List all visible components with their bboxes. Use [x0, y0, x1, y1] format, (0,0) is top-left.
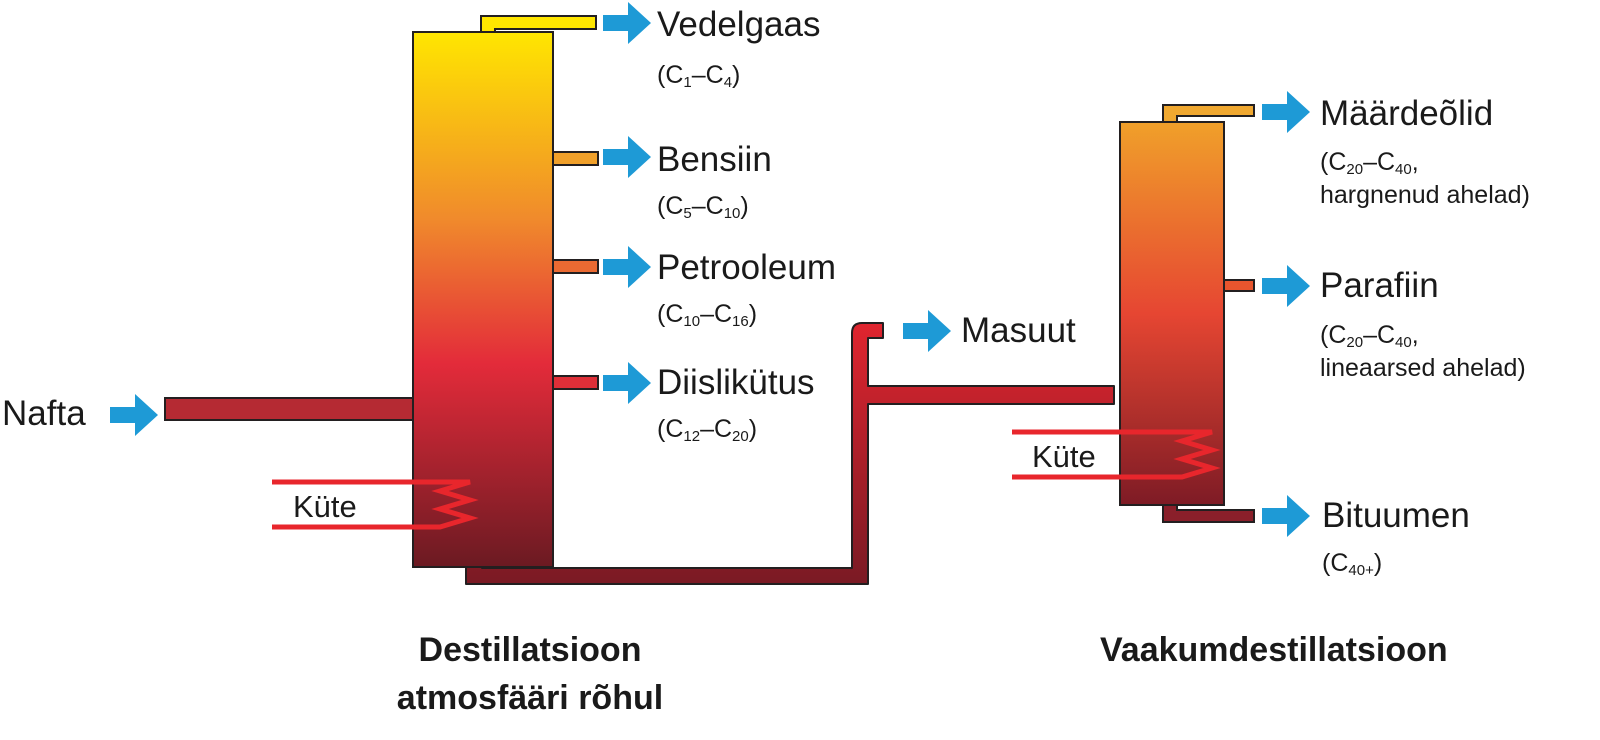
heat-label-vacuum: Küte	[1032, 439, 1096, 474]
arrow-icon-petrooleum	[603, 246, 651, 288]
parafiin-pipe	[1223, 279, 1255, 292]
heat-label-atmospheric: Küte	[293, 489, 357, 524]
arrow-icon-nafta	[110, 394, 158, 436]
product-formula-bensiin: (C5–C10)	[657, 192, 749, 222]
vacuum-title: Vaakumdestillatsioon	[1100, 631, 1448, 669]
product-name-diislikutus: Diislikütus	[657, 363, 815, 402]
arrow-icon-maardeolid	[1262, 91, 1310, 133]
arrow-icon-vedelgaas	[603, 2, 651, 44]
atmospheric-title-line2: atmosfääri rõhul	[396, 679, 664, 718]
product-formula-parafiin: (C20–C40,lineaarsed ahelad)	[1320, 321, 1526, 382]
feed-pipe	[164, 397, 414, 421]
product-name-parafiin: Parafiin	[1320, 266, 1439, 305]
bensiin-pipe	[552, 151, 599, 166]
arrow-icon-bituumen	[1262, 495, 1310, 537]
product-name-vedelgaas: Vedelgaas	[657, 5, 821, 44]
product-name-bensiin: Bensiin	[657, 140, 772, 179]
product-formula-maardeolid: (C20–C40,hargnenud ahelad)	[1320, 148, 1530, 209]
maardeolid-pipe	[1162, 104, 1255, 123]
atmospheric-column	[412, 31, 554, 568]
heating-coil-atmospheric	[272, 479, 479, 530]
product-name-petrooleum: Petrooleum	[657, 248, 836, 287]
residue-label: Masuut	[961, 311, 1076, 350]
diislikutus-pipe	[552, 375, 599, 390]
arrow-icon-masuut	[903, 310, 951, 352]
vacuum-column	[1119, 121, 1225, 506]
petrooleum-pipe	[552, 259, 599, 274]
heating-coil-vacuum	[1012, 429, 1221, 480]
bituumen-pipe	[1162, 504, 1255, 523]
product-name-maardeolid: Määrdeõlid	[1320, 94, 1494, 133]
vedelgaas-pipe	[480, 15, 597, 33]
atmospheric-title-line1: Destillatsioon	[418, 631, 642, 669]
input-label: Nafta	[2, 394, 86, 433]
product-formula-diislikutus: (C12–C20)	[657, 415, 758, 445]
atmospheric-title: Destillatsioon atmosfääri rõhul	[330, 626, 730, 723]
product-name-bituumen: Bituumen	[1322, 496, 1470, 535]
arrow-icon-diislikutus	[603, 362, 651, 404]
product-formula-petrooleum: (C10–C16)	[657, 300, 758, 330]
product-formula-bituumen: (C40+)	[1322, 549, 1383, 579]
residue-pipe	[465, 322, 1115, 585]
arrow-icon-bensiin	[603, 136, 651, 178]
arrow-icon-parafiin	[1262, 265, 1310, 307]
product-formula-vedelgaas: (C1–C4)	[657, 61, 741, 91]
